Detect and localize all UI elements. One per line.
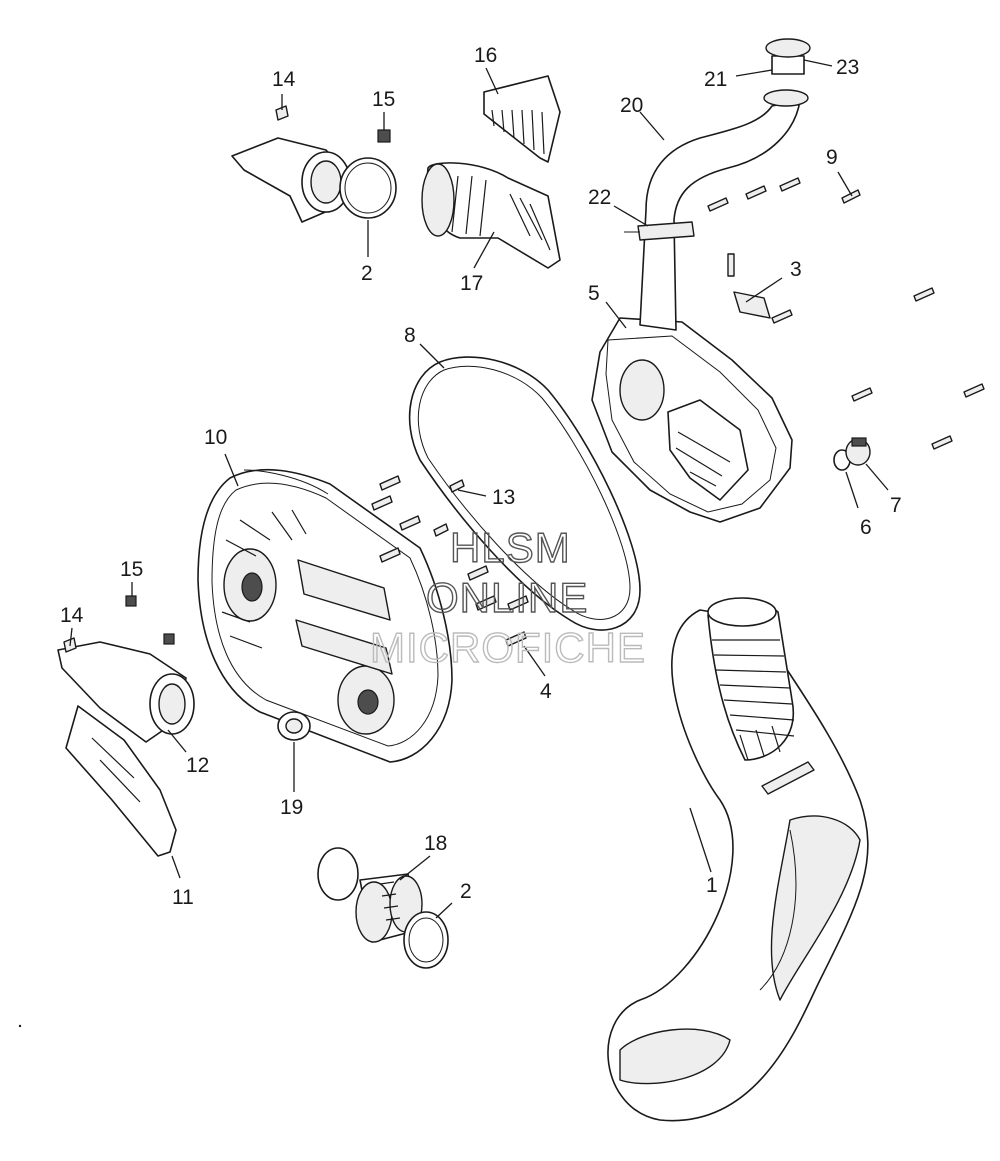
part-8-drive-belt (408, 356, 641, 631)
part-21-part-23-fitting (765, 38, 811, 75)
callout-23: 23 (836, 56, 859, 79)
callout-labels: 1 2 2 3 4 5 6 7 8 9 10 11 12 13 14 14 15… (60, 44, 902, 909)
callout-7: 7 (890, 494, 902, 517)
part-10-front-cover (197, 468, 453, 763)
part-22-clamp (624, 221, 695, 241)
part-11-heat-shield (65, 705, 177, 857)
callout-12: 12 (186, 754, 209, 777)
callout-4: 4 (540, 680, 552, 703)
part-3-decal (727, 253, 771, 319)
callout-21: 21 (704, 68, 727, 91)
part-2-lower-clamp (403, 911, 449, 969)
callout-15-lower: 15 (120, 558, 143, 581)
part-19-seal (277, 711, 311, 741)
watermark: HLSM ONLINE MICROFICHE (369, 523, 646, 671)
callout-1: 1 (706, 874, 718, 897)
watermark-line-2: ONLINE (426, 574, 588, 621)
callout-17: 17 (460, 272, 483, 295)
callout-13: 13 (492, 486, 515, 509)
part-1-intake-duct (607, 609, 869, 1122)
callout-2-lower: 2 (460, 880, 472, 903)
part-15-upper-nut (377, 129, 391, 143)
callout-14-upper: 14 (272, 68, 296, 91)
callout-6: 6 (860, 516, 872, 539)
callout-10: 10 (204, 426, 227, 449)
callout-18: 18 (424, 832, 447, 855)
watermark-line-1: HLSM (450, 524, 571, 571)
callout-22: 22 (588, 186, 611, 209)
part-15-lower-nuts (125, 595, 175, 645)
part-14-upper-bracket (231, 105, 351, 223)
part-4-cover-bolts (371, 475, 529, 647)
part-18-coupler (317, 847, 423, 943)
part-6-part-7-drain-plug (833, 437, 871, 471)
callout-15-upper: 15 (372, 88, 395, 111)
part-5-rear-housing (591, 317, 793, 523)
callout-3: 3 (790, 258, 802, 281)
callout-2-upper: 2 (361, 262, 373, 285)
part-20-breather-tube (639, 89, 809, 331)
intake-boot (707, 597, 795, 761)
part-14-lower-bracket (57, 637, 195, 743)
callout-14-lower: 14 (60, 604, 84, 627)
callout-19: 19 (280, 796, 303, 819)
watermark-line-3: MICROFICHE (370, 624, 646, 671)
part-9-screws (707, 177, 985, 450)
duct-clamp-ring (761, 761, 815, 795)
callout-20: 20 (620, 94, 643, 117)
leader-lines (69, 59, 889, 919)
callout-16: 16 (474, 44, 497, 67)
callout-11: 11 (172, 886, 194, 909)
part-2-upper-clamp (339, 157, 397, 219)
callout-5: 5 (588, 282, 600, 305)
part-16-screen (483, 75, 561, 163)
stray-dot (18, 1024, 22, 1028)
callout-8: 8 (404, 324, 416, 347)
part-17-intake-adapter (421, 162, 561, 269)
callout-9: 9 (826, 146, 838, 169)
